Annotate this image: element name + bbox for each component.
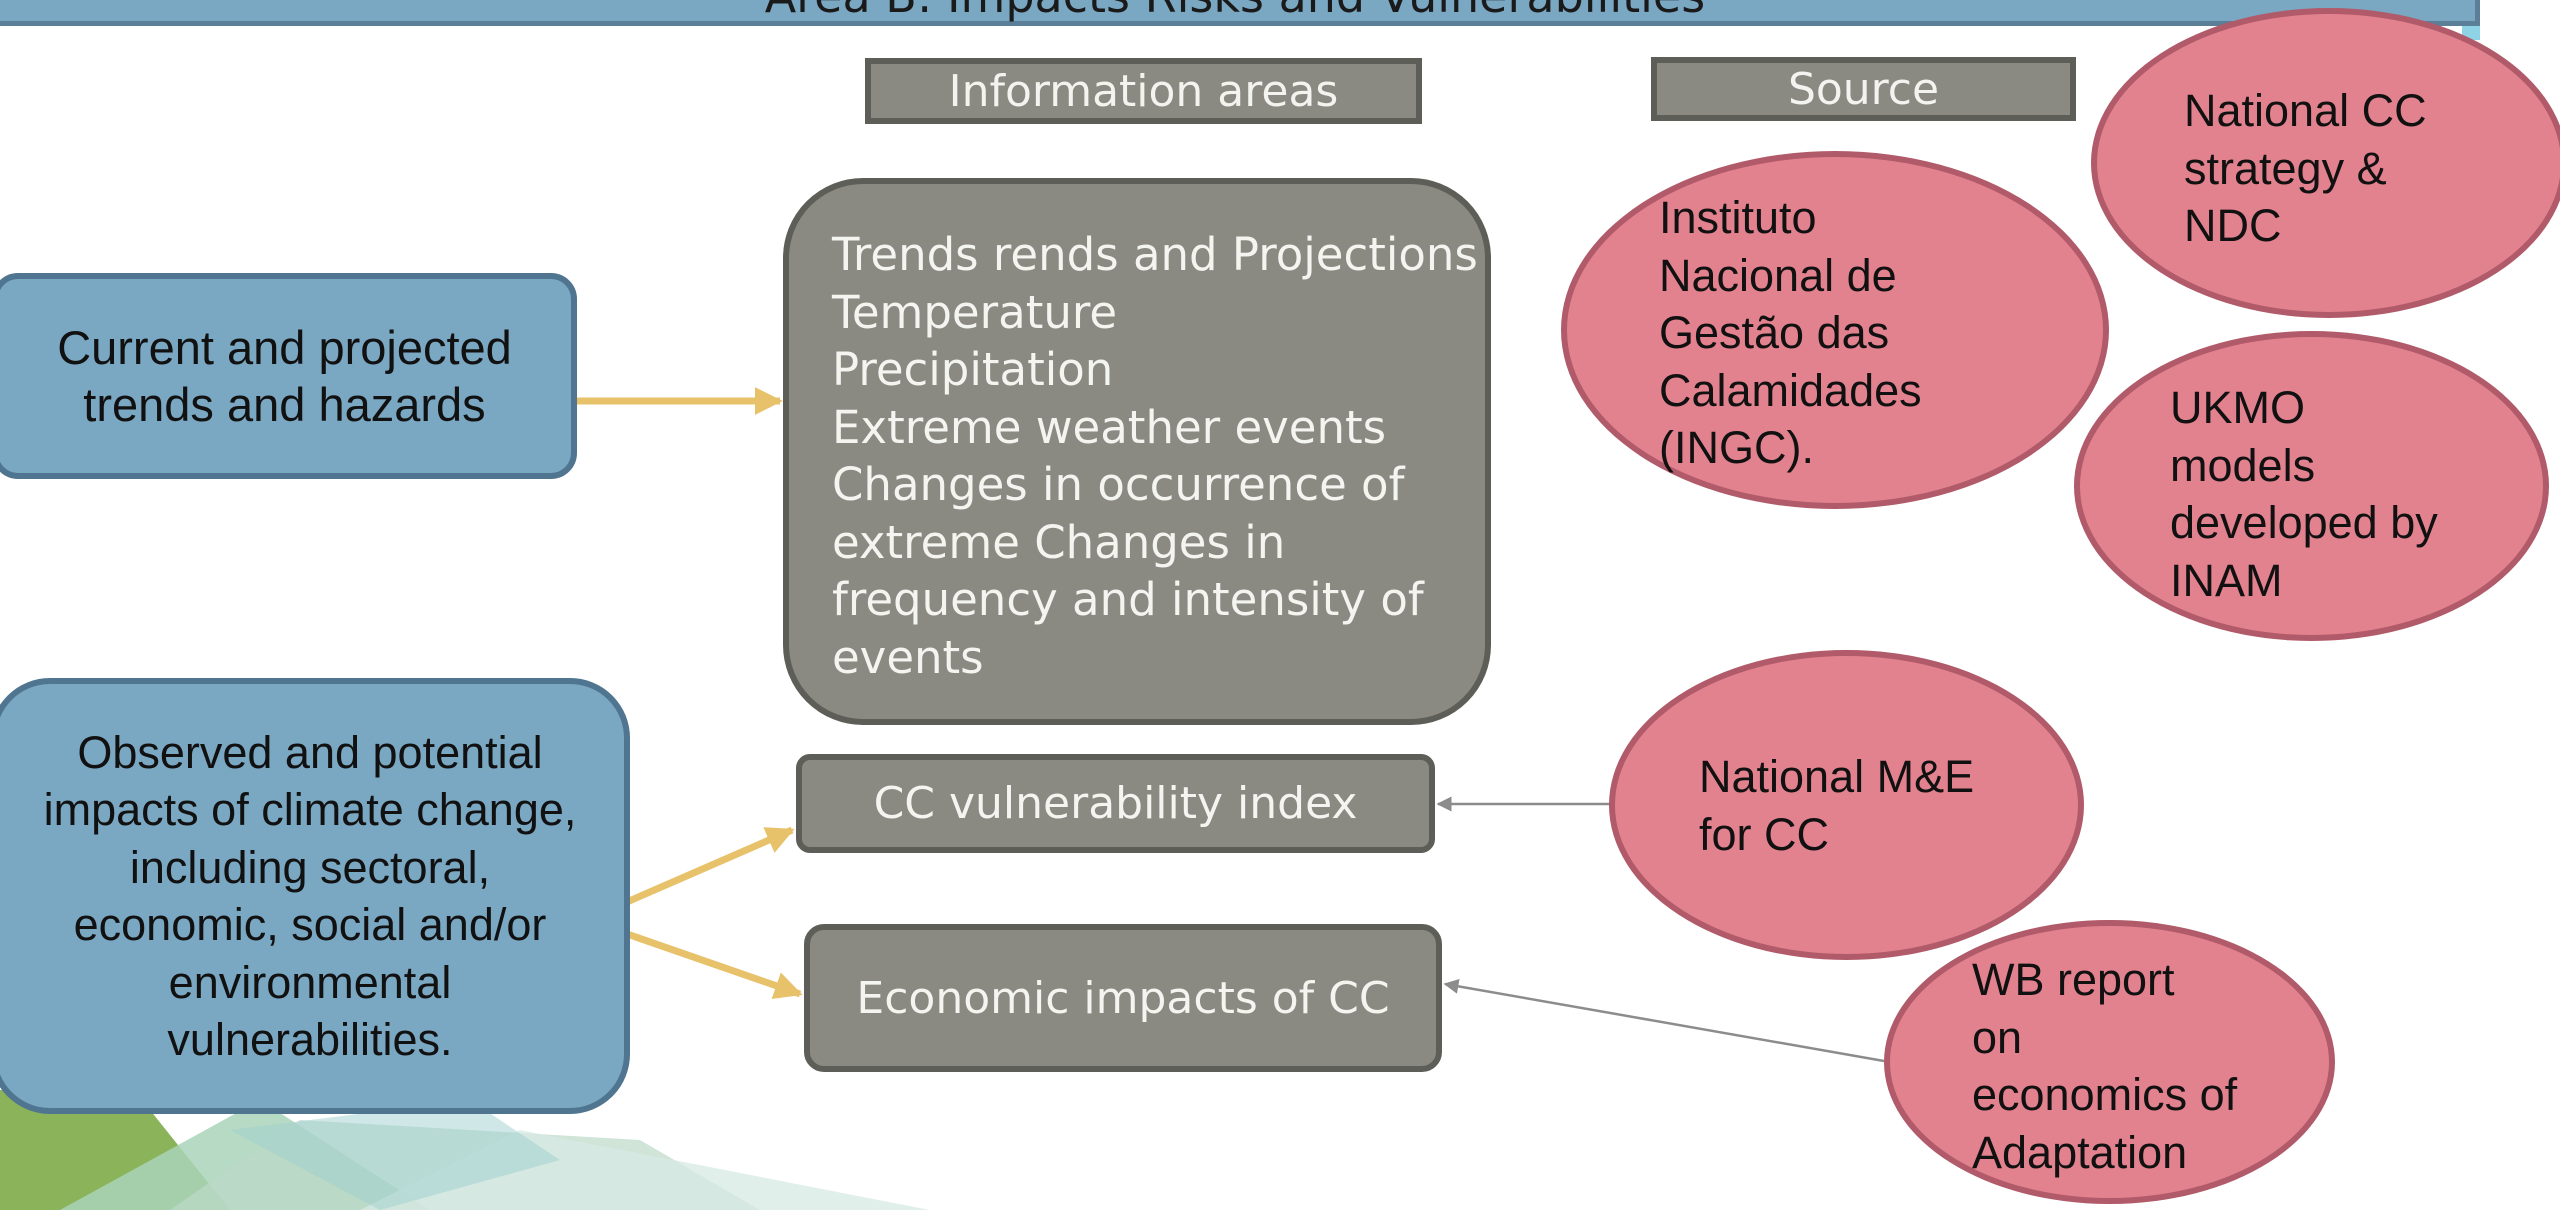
theme-box-trends-hazards: Current and projected trends and hazards (0, 273, 577, 479)
title-bar: Area B: Impacts Risks and Vulnerabilitie… (0, 0, 2480, 26)
header-source-label: Source (1787, 63, 1940, 115)
header-source: Source (1651, 57, 2076, 121)
header-information-areas-label: Information areas (948, 65, 1339, 117)
info-economic-impacts-label: Economic impacts of CC (856, 972, 1390, 1024)
source-national-me-label: National M&E for CC (1699, 751, 1975, 860)
source-ingc: Instituto Nacional de Gestão das Calamid… (1561, 151, 2109, 509)
source-national-cc-strategy: National CC strategy & NDC (2091, 8, 2560, 318)
source-ukmo-models-label: UKMO models developed by INAM (2170, 382, 2438, 606)
source-national-cc-strategy-label: National CC strategy & NDC (2184, 85, 2427, 251)
source-wb-report-label: WB report on economics of Adaptation (1972, 954, 2238, 1178)
theme-impacts-label: Observed and potential impacts of climat… (43, 726, 577, 1066)
theme-trends-label: Current and projected trends and hazards (57, 321, 512, 431)
decor-triangle-teal (230, 1100, 560, 1210)
slide-title: Area B: Impacts Risks and Vulnerabilitie… (0, 0, 2475, 21)
info-box-vulnerability-index: CC vulnerability index (796, 754, 1435, 853)
source-ingc-label: Instituto Nacional de Gestão das Calamid… (1659, 192, 1922, 473)
info-box-economic-impacts: Economic impacts of CC (804, 924, 1442, 1072)
theme-box-impacts: Observed and potential impacts of climat… (0, 678, 630, 1114)
source-wb-report: WB report on economics of Adaptation (1884, 920, 2335, 1204)
info-trends-text: Trends rends and Projections Temperature… (832, 228, 1478, 684)
source-national-me: National M&E for CC (1609, 650, 2084, 960)
source-ukmo-models: UKMO models developed by INAM (2074, 331, 2549, 641)
info-vulnerability-index-label: CC vulnerability index (873, 778, 1358, 829)
info-box-trends-projections: Trends rends and Projections Temperature… (783, 178, 1491, 725)
header-information-areas: Information areas (865, 58, 1422, 124)
